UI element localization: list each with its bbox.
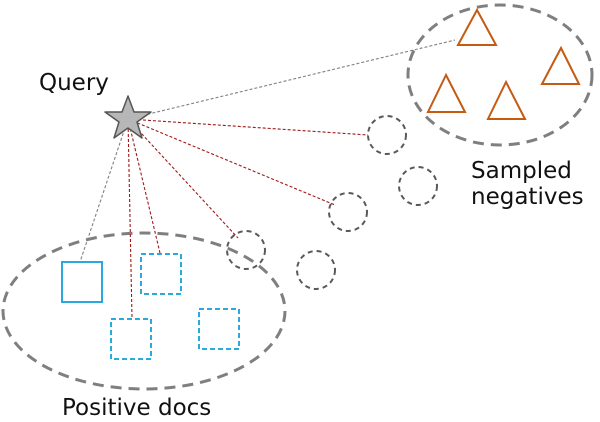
candidate-circle-icon xyxy=(398,166,438,206)
candidate-circle-icon xyxy=(328,192,368,232)
sampled-negative-triangle-icon xyxy=(540,45,581,85)
connection-line-red xyxy=(127,118,239,239)
sampled-negative-triangle-icon xyxy=(426,72,467,113)
candidate-circle-icon xyxy=(296,250,336,290)
query-connections xyxy=(79,39,456,319)
candidate-circle-icon xyxy=(226,230,266,270)
query-label: Query xyxy=(39,70,109,96)
positive-docs-cluster xyxy=(1,231,287,391)
sampled-negative-triangle-icon xyxy=(486,79,527,120)
connection-line-gray xyxy=(79,118,129,263)
sampled-negatives-label-line1: Sampled xyxy=(471,158,572,184)
positive-doc-square-icon xyxy=(110,318,152,360)
sampled-negative-triangle-icon xyxy=(456,7,498,46)
sampled-negatives-label: Sampled negatives xyxy=(471,158,584,211)
positive-doc-square-icon xyxy=(140,253,182,295)
sampled-negatives-label-line2: negatives xyxy=(471,184,584,211)
connection-line-red xyxy=(127,118,133,319)
positive-doc-square-icon xyxy=(61,261,103,303)
positive-docs-label: Positive docs xyxy=(62,395,212,421)
candidate-circle-icon xyxy=(367,115,407,155)
query-star-icon xyxy=(104,95,152,139)
sampled-negatives-cluster xyxy=(406,3,594,147)
connection-line-gray xyxy=(127,39,456,120)
connection-line-red xyxy=(127,118,369,136)
connection-line-red xyxy=(127,118,161,254)
candidate-circles xyxy=(226,115,438,290)
connection-line-red xyxy=(127,118,336,206)
positive-doc-square-icon xyxy=(198,308,240,350)
